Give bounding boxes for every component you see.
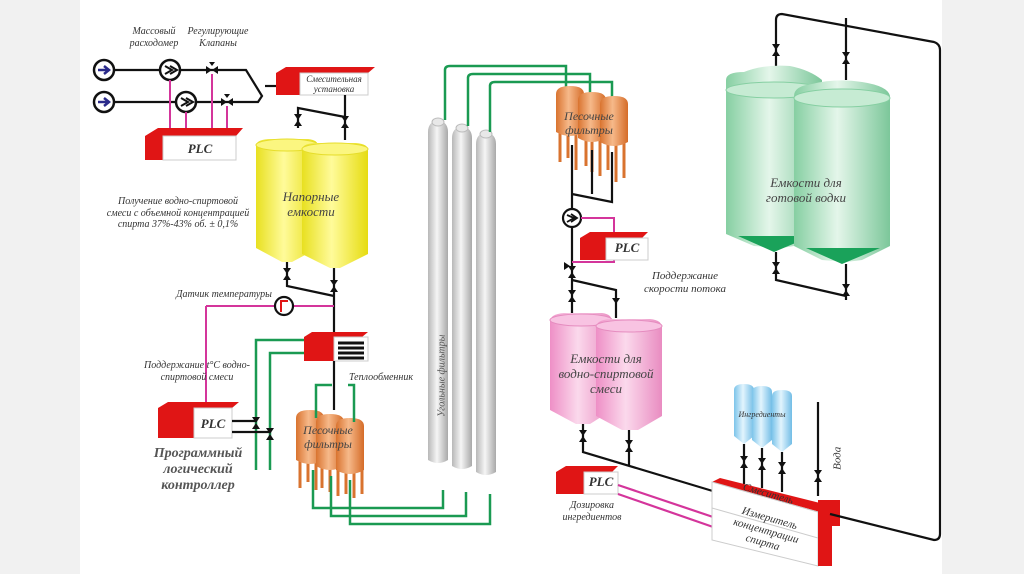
plc-left-box bbox=[158, 402, 239, 439]
label-finished-tanks: Емкости для готовой водки bbox=[765, 175, 847, 205]
mixer-box bbox=[711, 478, 840, 541]
valves-finished-out bbox=[772, 262, 850, 296]
label-heat-exchanger: Теплообменник bbox=[348, 372, 414, 383]
valves-pressure-out bbox=[283, 268, 338, 292]
valves-mixture-out bbox=[579, 430, 633, 452]
finished-tank-2 bbox=[793, 80, 891, 264]
label-pressure-tanks: Напорные емкости bbox=[282, 189, 340, 219]
mixing-unit-box bbox=[276, 67, 375, 96]
heat-exchanger-box bbox=[304, 332, 369, 362]
label-mixture-tanks: Емкости для водно-спиртовой смеси bbox=[558, 351, 654, 396]
mass-flowmeter-1 bbox=[158, 58, 182, 82]
label-water: Вода bbox=[831, 446, 844, 470]
label-sand-filters-top: Песочные фильтры bbox=[564, 109, 614, 137]
label-dosing: Дозировка ингредиентов bbox=[562, 500, 622, 523]
label-temperature-sensor: Датчик температуры bbox=[176, 289, 272, 300]
label-temperature-maintenance: Поддержание t°C водно-спиртовой смеси bbox=[144, 360, 250, 383]
label-mixing-unit: Смесительная установка bbox=[306, 74, 362, 95]
control-valve-2 bbox=[221, 94, 233, 106]
label-ingredients: Ингредиенты bbox=[738, 410, 786, 419]
plc-flow-box bbox=[580, 232, 649, 261]
left-side-panel bbox=[0, 0, 80, 574]
pressure-tank-2 bbox=[301, 142, 369, 268]
label-control-valves: Регулирующие Клапаны bbox=[187, 26, 249, 49]
valves-finished-in bbox=[772, 44, 850, 64]
label-sand-filters-bottom: Песочные фильтры bbox=[303, 423, 353, 451]
carbon-filters bbox=[428, 117, 496, 475]
signal-lines-inlet bbox=[169, 74, 228, 136]
label-plc-flow: PLC bbox=[614, 240, 640, 255]
pipe-final-loop bbox=[774, 12, 942, 542]
mass-flowmeter-2 bbox=[174, 90, 198, 114]
inlet-pipes bbox=[112, 68, 278, 104]
label-mass-flowmeter: Массовый расходомер bbox=[129, 26, 179, 49]
label-carbon-filters: Угольные фильтры bbox=[436, 334, 448, 417]
label-plc-top: PLC bbox=[187, 141, 213, 156]
ingredient-tanks bbox=[734, 384, 792, 452]
sand-filters-top bbox=[556, 86, 628, 182]
label-plc-full: Программный логический контроллер bbox=[153, 446, 243, 494]
valves-ingredients bbox=[740, 456, 822, 482]
label-mixture-concentration: Получение водно-спиртовой смеси с объемн… bbox=[106, 196, 250, 230]
temperature-sensor bbox=[205, 295, 334, 408]
signal-lines-dosing bbox=[617, 483, 717, 530]
control-valve-1 bbox=[206, 62, 218, 74]
concentration-meter-box bbox=[711, 507, 832, 567]
label-plc-left: PLC bbox=[200, 416, 226, 431]
pipes-to-pressure-tanks bbox=[296, 95, 347, 140]
plc-dosing-box bbox=[556, 466, 619, 495]
pipes-below-pressure-tanks bbox=[285, 262, 336, 340]
green-pipes-carbon-to-sand bbox=[443, 64, 614, 132]
inlet-pump-2 bbox=[92, 90, 116, 114]
label-flow-speed: Поддержание скорости потока bbox=[643, 270, 726, 295]
label-plc-dosing: PLC bbox=[588, 474, 614, 489]
valves-pressure-in bbox=[294, 114, 349, 128]
flow-meter bbox=[561, 207, 583, 229]
sand-filters-bottom bbox=[296, 410, 364, 498]
green-pipes-sand-to-carbon bbox=[311, 383, 492, 526]
plc-left-control-lines bbox=[232, 419, 270, 434]
right-side-panel bbox=[942, 0, 1024, 574]
mixture-tank-2 bbox=[595, 319, 663, 430]
valves-flow bbox=[564, 262, 620, 304]
inlet-pump-1 bbox=[92, 58, 116, 82]
valves-heat-exchanger bbox=[252, 417, 274, 440]
plc-top-box bbox=[145, 128, 243, 161]
